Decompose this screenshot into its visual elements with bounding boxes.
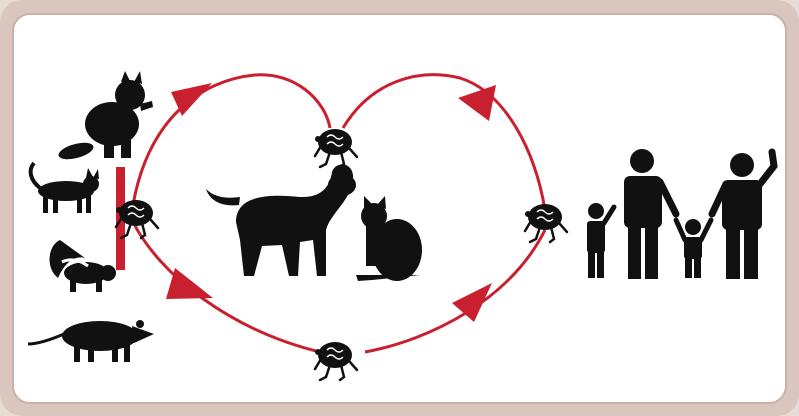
arc-pets-to-people-top (341, 73, 547, 211)
pets-group (206, 164, 422, 281)
child-left-icon (587, 203, 617, 278)
flea-icon (313, 127, 359, 169)
child-right-icon (673, 217, 714, 278)
wildlife-group (27, 71, 154, 362)
arrowhead-top-right (458, 85, 496, 121)
dog-icon (206, 164, 356, 276)
feral-cat-icon (28, 161, 99, 213)
cat-icon (356, 196, 422, 281)
arrowheads (166, 83, 496, 322)
adult-left-icon (624, 149, 680, 279)
family-icon (587, 148, 778, 279)
arrowhead-bottom-left (166, 268, 213, 299)
adult-right-icon (708, 148, 778, 279)
arc-wildlife-to-pets-bottom (131, 221, 321, 354)
skunk-icon (49, 240, 116, 292)
arrowhead-bottom-right (452, 283, 492, 322)
arc-wildlife-to-pets-top (131, 73, 332, 206)
flea-icon (313, 340, 359, 382)
opossum-icon (27, 320, 154, 362)
raccoon-icon (58, 71, 153, 160)
flea-icon (523, 202, 569, 244)
arrowhead-top-left (171, 83, 212, 116)
